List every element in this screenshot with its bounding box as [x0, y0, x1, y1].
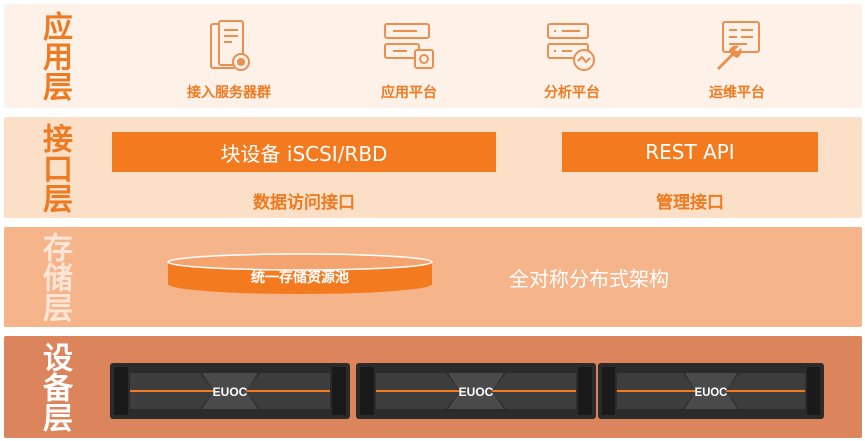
server-icon: EUOC — [598, 363, 824, 419]
application-layer-title: 应用层 — [37, 11, 72, 101]
app-item-ops-platform: 运维平台 — [677, 18, 797, 102]
analysis-platform-icon — [547, 23, 595, 71]
block-device-bar: 块设备 iSCSI/RBD — [112, 132, 496, 172]
rest-api-bar: REST API — [562, 132, 818, 172]
server-chassis-2: EUOC — [356, 363, 596, 419]
storage-layer-title: 存储层 — [37, 232, 72, 322]
architecture-text: 全对称分布式架构 — [509, 267, 669, 291]
server-chassis-3: EUOC — [598, 363, 824, 419]
app-label-ops-platform: 运维平台 — [709, 85, 765, 101]
server-brand: EUOC — [213, 385, 248, 399]
app-item-application-platform: 应用平台 — [349, 18, 469, 102]
server-icon: EUOC — [110, 363, 350, 419]
ops-platform-icon — [717, 21, 760, 70]
storage-pool-label: 统一存储资源池 — [251, 270, 349, 286]
app-item-server-group: 接入服务器群 — [169, 18, 289, 102]
device-layer: 设备层 EUOC EUOC — [4, 336, 862, 438]
interface-layer-title: 接口层 — [37, 122, 72, 213]
storage-layer: 存储层 统一存储资源池 全对称分布式架构 — [4, 227, 862, 327]
app-item-analysis-platform: 分析平台 — [512, 18, 632, 102]
application-platform-icon — [384, 23, 434, 69]
server-group-icon — [210, 20, 250, 71]
app-label-application-platform: 应用平台 — [381, 85, 437, 101]
server-chassis-1: EUOC — [110, 363, 350, 419]
interface-layer: 接口层 块设备 iSCSI/RBD 数据访问接口 REST API 管理接口 — [4, 117, 862, 218]
management-caption: 管理接口 — [656, 193, 724, 213]
data-access-caption: 数据访问接口 — [253, 193, 355, 213]
storage-pool-cylinder — [167, 253, 433, 294]
server-brand: EUOC — [695, 386, 728, 399]
application-layer: 应用层 接入服务器群 应用平台 — [4, 4, 862, 108]
server-brand: EUOC — [459, 385, 494, 399]
app-label-server-group: 接入服务器群 — [187, 85, 271, 101]
device-layer-title: 设备层 — [37, 342, 72, 432]
server-icon: EUOC — [356, 363, 596, 419]
app-label-analysis-platform: 分析平台 — [544, 85, 600, 101]
